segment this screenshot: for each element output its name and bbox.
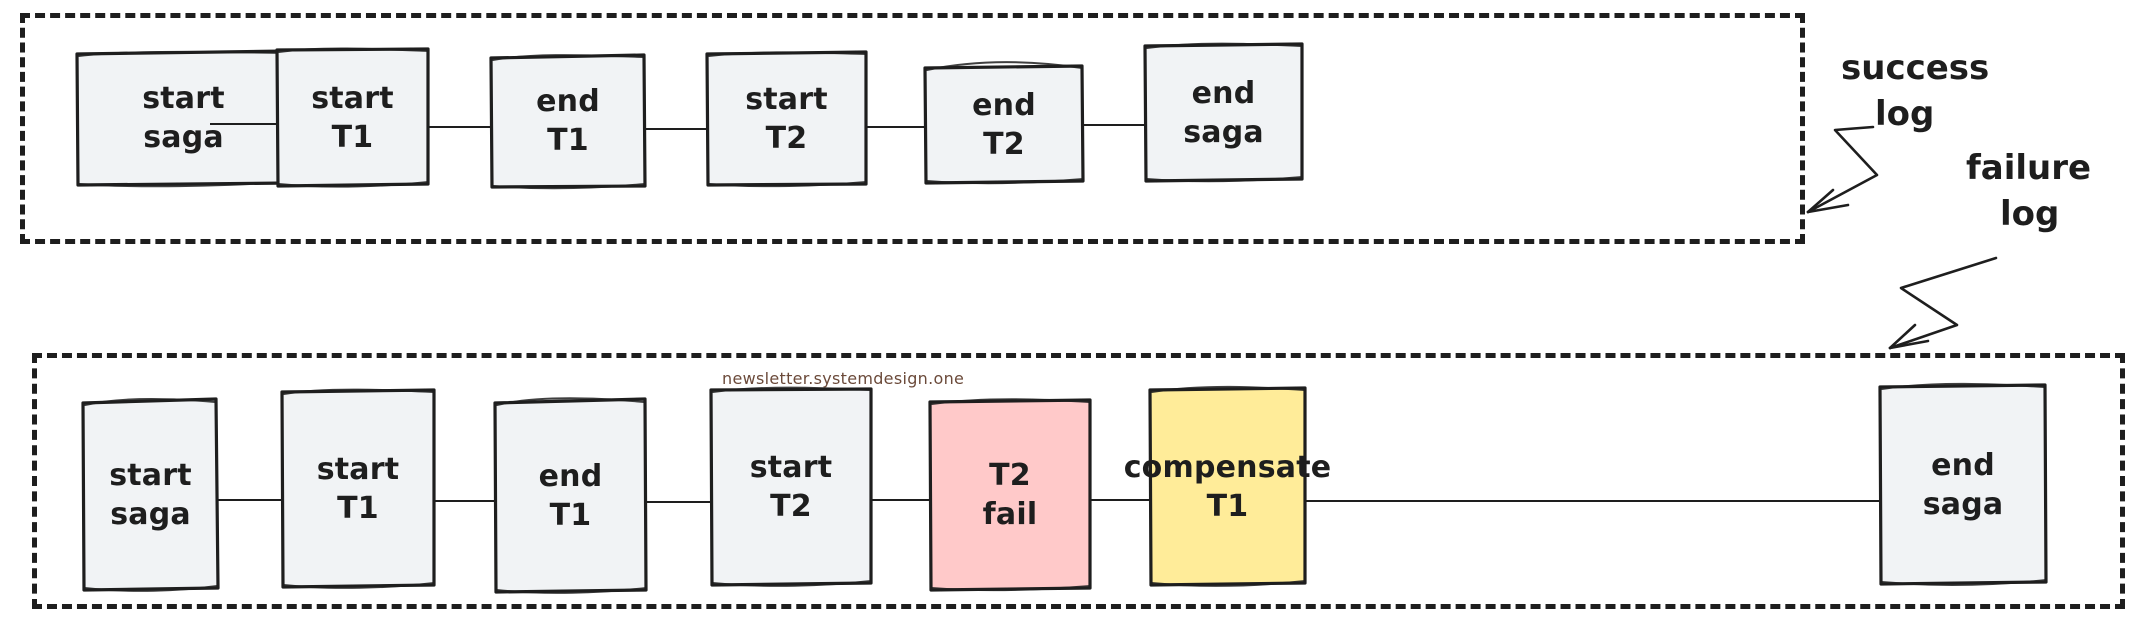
node-start-t1-failure: start T1	[282, 390, 434, 587]
node-label-line2: saga	[143, 120, 224, 155]
success-log-group	[20, 13, 1805, 244]
node-label-line1: compensate	[1123, 449, 1332, 485]
node-label-line1: end	[1191, 75, 1256, 111]
node-label-line1: start	[745, 81, 828, 117]
node-label-line2: T1	[549, 497, 592, 533]
annotation-failure-line2: log	[2000, 193, 2060, 234]
node-label-line1: start	[316, 451, 400, 487]
node-end-t2-success: end T2	[925, 66, 1083, 183]
node-start-t2-success: start T2	[707, 52, 866, 185]
node-start-t2-failure: start T2	[711, 389, 871, 585]
node-label-line2: saga	[1922, 486, 2004, 522]
node-start-saga-success: start saga	[77, 51, 290, 185]
node-t2-fail: T2 fail	[930, 400, 1090, 590]
annotation-success-line2: log	[1875, 93, 1935, 134]
failure-log-arrow	[1888, 256, 1998, 350]
node-label-line1: end	[538, 458, 603, 494]
node-start-saga-failure: start saga	[83, 399, 218, 590]
node-label-line1: end	[972, 87, 1036, 123]
node-label-line1: start	[109, 457, 192, 493]
node-end-t1-success: end T1	[491, 55, 645, 187]
node-end-saga-success: end saga	[1145, 44, 1302, 181]
node-label-line1: start	[749, 450, 833, 485]
node-label-line2: T2	[765, 120, 808, 156]
node-label-line2: T1	[331, 119, 374, 155]
node-start-t1-success: start T1	[277, 49, 428, 186]
node-label-line2: saga	[1183, 114, 1264, 150]
node-label-line1: end	[1931, 447, 1995, 483]
node-label-line2: T2	[983, 126, 1025, 162]
node-label-line2: T2	[770, 489, 812, 524]
node-label-line1: start	[311, 80, 394, 116]
node-label-line2: T1	[337, 490, 379, 526]
annotation-failure-line1: failure	[1966, 148, 2092, 188]
node-label-line1: start	[142, 81, 225, 116]
node-label-line2: saga	[110, 496, 191, 532]
node-end-saga-failure: end saga	[1880, 385, 2046, 584]
node-label-line2: fail	[982, 497, 1038, 532]
node-label-line2: T1	[547, 123, 589, 158]
annotation-failure-log: failure log	[1966, 146, 2091, 238]
node-label-line1: T2	[989, 458, 1031, 493]
node-end-t1-failure: end T1	[495, 399, 646, 592]
annotation-success-log: success log	[1841, 46, 1989, 138]
node-compensate-t1: compensate T1	[1124, 388, 1331, 585]
failure-log-group	[32, 353, 2125, 609]
success-log-arrow	[1806, 125, 1879, 214]
node-label-line1: end	[536, 84, 600, 119]
node-label-line2: T1	[1206, 488, 1249, 524]
annotation-success-line1: success	[1841, 48, 1990, 88]
watermark-text: newsletter.systemdesign.one	[722, 369, 965, 388]
